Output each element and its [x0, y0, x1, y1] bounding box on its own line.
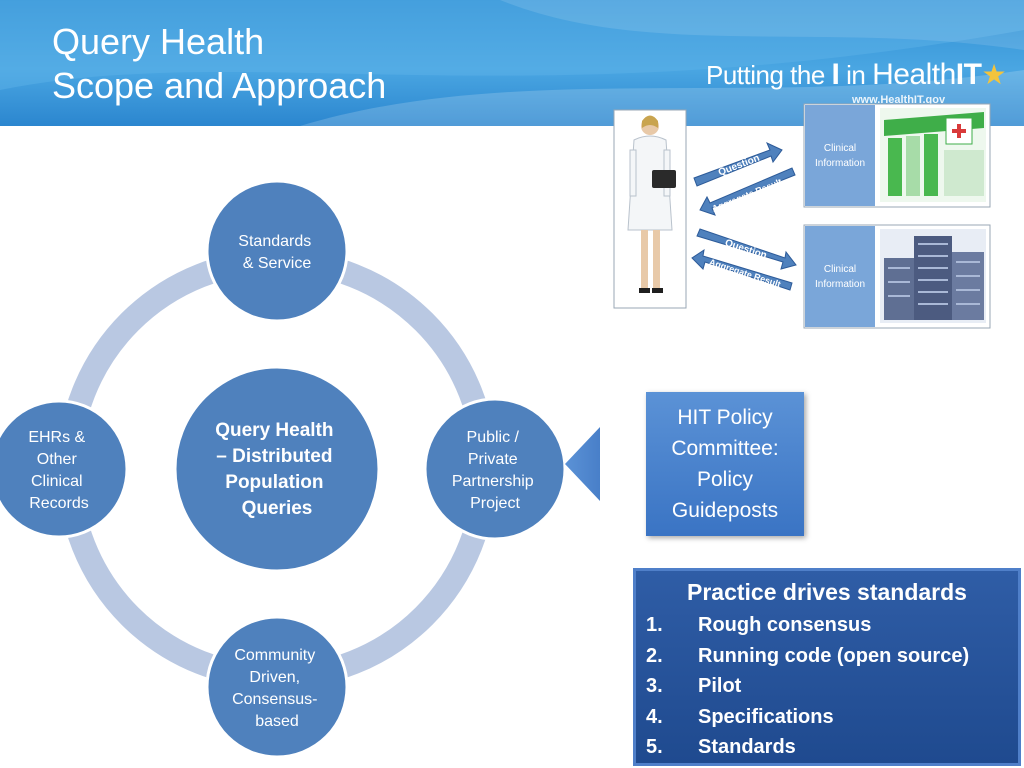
practice-list: 1. Rough consensus 2. Running code (open s…	[636, 610, 1018, 763]
item-number: 5.	[646, 736, 663, 758]
center-label: Population	[225, 472, 323, 493]
center-label: Query Health	[215, 420, 333, 441]
list-item: 1. Rough consensus	[646, 610, 1018, 641]
svg-text:Community Driven,: Community Driven, Consensus- based	[232, 647, 322, 730]
title-line-2: Scope and Approach	[52, 65, 387, 106]
policy-line-4: Guideposts	[671, 499, 779, 522]
title-line-1: Query Health	[52, 21, 265, 62]
node-label: Driven,	[249, 669, 300, 686]
panel-label: Clinical	[824, 143, 856, 154]
svg-text:Query Health – Distribut: Query Health – Distributed Population Qu…	[215, 420, 339, 519]
node-label: Clinical	[31, 473, 83, 490]
center-node: Query Health – Distributed Population Qu…	[173, 365, 381, 573]
policy-line-1: HIT Policy	[677, 406, 773, 429]
logo-health: Health	[872, 58, 956, 91]
list-item: 3. Pilot	[646, 671, 1018, 702]
slide-title: Query Health Scope and Approach	[52, 20, 386, 108]
node-label: Project	[470, 495, 520, 512]
star-icon: ★	[981, 59, 1007, 90]
item-text: Pilot	[698, 675, 742, 697]
node-label: Records	[29, 495, 89, 512]
node-ehrs: EHRs & Other Clinical Records	[0, 399, 129, 539]
node-label: Community	[234, 647, 315, 664]
clinical-panel-top: Clinical Information	[803, 103, 991, 208]
center-label: – Distributed	[216, 446, 332, 467]
panel-label: Information	[815, 279, 865, 290]
logo-pre: Putting the	[706, 60, 832, 90]
pharmacy-building-icon	[880, 108, 986, 202]
list-item: 5. Standards	[646, 732, 1018, 763]
item-number: 1.	[646, 614, 663, 636]
item-number: 2.	[646, 644, 663, 667]
svg-text:Public / Private P: Public / Private Partnership Project	[452, 429, 538, 512]
logo-url: www.HealthIT.gov	[852, 94, 946, 106]
practice-box: Practice drives standards 1. Rough consen…	[633, 568, 1021, 766]
arrow-label: Question	[723, 238, 768, 262]
policy-line-3: Policy	[696, 468, 754, 491]
clinical-panel-bottom: Clinical Information	[803, 224, 991, 329]
item-text: Standards	[698, 736, 796, 758]
hospital-building-icon	[880, 229, 986, 323]
item-text: Rough consensus	[698, 614, 872, 636]
healthit-logo: Putting the I in HealthIT★	[706, 58, 1007, 92]
node-label: Public /	[467, 429, 520, 446]
panel-label: Information	[815, 158, 865, 169]
arrow-label: Question	[717, 153, 761, 179]
node-label: Consensus-	[232, 691, 317, 708]
query-illustration: Question Aggregate Result Question Aggre…	[613, 103, 991, 329]
item-number: 4.	[646, 705, 663, 728]
list-item: 4. Specifications	[646, 702, 1018, 733]
node-label: Other	[37, 451, 78, 468]
logo-it: IT	[955, 58, 982, 91]
logo-i: I	[831, 58, 840, 91]
node-label: based	[255, 713, 299, 730]
node-public-private: Public / Private Partnership Project	[423, 397, 567, 541]
cycle-diagram: Standards & Service Public / Private Par…	[0, 179, 600, 759]
practice-title: Practice drives standards	[687, 579, 967, 605]
item-text: Running code (open source)	[698, 644, 970, 667]
arrow-label: Aggregate Result	[708, 257, 782, 290]
list-item: 2. Running code (open source)	[646, 641, 1018, 672]
item-text: Specifications	[698, 705, 834, 728]
svg-text:EHRs & Other Clini: EHRs & Other Clinical Records	[28, 429, 89, 512]
policy-line-2: Committee:	[671, 437, 779, 460]
svg-text:Standards & Service: Standards & Service	[238, 233, 315, 272]
node-community-driven: Community Driven, Consensus- based	[205, 615, 349, 759]
panel-label: Clinical	[824, 264, 856, 275]
node-label: & Service	[243, 255, 312, 272]
node-label: Standards	[238, 233, 311, 250]
item-number: 3.	[646, 675, 663, 697]
logo-mid: in	[839, 60, 873, 90]
center-label: Queries	[242, 498, 313, 519]
arrow-label: Aggregate Result	[710, 177, 783, 214]
doctor-icon	[627, 115, 676, 293]
left-arrow-icon	[565, 427, 600, 501]
policy-box: HIT Policy Committee: Policy Guideposts	[646, 392, 804, 536]
node-label: Private	[468, 451, 518, 468]
node-standards-service: Standards & Service	[205, 179, 349, 323]
node-label: EHRs &	[28, 429, 85, 446]
node-label: Partnership	[452, 473, 534, 490]
